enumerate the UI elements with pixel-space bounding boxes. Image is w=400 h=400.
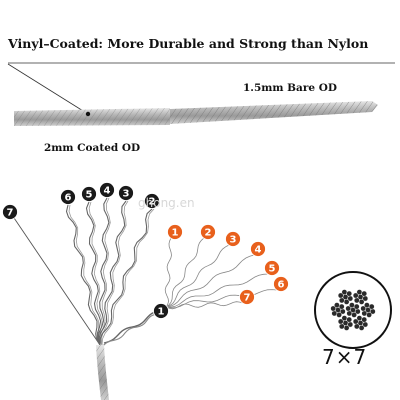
core-wire-2 bbox=[165, 237, 205, 308]
core-wire-4 bbox=[165, 254, 255, 308]
black-badge-2: 2 bbox=[144, 193, 160, 209]
orange-badge-1: 1 bbox=[167, 224, 183, 240]
black-badge-4: 4 bbox=[99, 182, 115, 198]
core-wire-7 bbox=[165, 301, 244, 310]
unraveled-strands bbox=[9, 197, 278, 348]
strand-wire-4 bbox=[97, 197, 111, 346]
strand-wire-3 bbox=[98, 200, 129, 346]
core-wire-6 bbox=[165, 289, 278, 309]
coated-od-label: 2mm Coated OD bbox=[44, 142, 141, 154]
cross-section-bundle bbox=[360, 302, 376, 318]
cross-section-diagram bbox=[314, 271, 392, 349]
black-badge-7-label: 7 bbox=[7, 208, 14, 219]
cross-section-bundle bbox=[345, 302, 361, 318]
strand-wire-5 bbox=[85, 201, 103, 346]
headline: Vinyl–Coated: More Durable and Strong th… bbox=[8, 36, 369, 51]
orange-badge-4-label: 4 bbox=[255, 245, 262, 256]
black-badge-3-label: 3 bbox=[123, 189, 130, 200]
core-wire-1 bbox=[164, 237, 172, 308]
core-wire-5 bbox=[165, 273, 269, 308]
cross-section-bundle bbox=[337, 289, 354, 305]
core-wire-3 bbox=[165, 244, 230, 308]
orange-badge-6-label: 6 bbox=[278, 280, 285, 291]
orange-badge-7-label: 7 bbox=[244, 293, 251, 304]
orange-badge-5-label: 5 bbox=[269, 264, 276, 275]
black-badge-3: 3 bbox=[118, 185, 134, 201]
black-badge-6-label: 6 bbox=[65, 193, 72, 204]
black-badge-5: 5 bbox=[81, 186, 97, 202]
leader-line bbox=[7, 63, 89, 115]
watermark: ghong.en bbox=[138, 196, 195, 210]
black-badge-7: 7 bbox=[2, 204, 18, 220]
orange-badge-7: 7 bbox=[239, 289, 255, 305]
black-badge-2-label: 2 bbox=[149, 197, 156, 208]
orange-badge-3-label: 3 bbox=[230, 235, 237, 246]
cross-section-bundle bbox=[352, 289, 369, 305]
black-badge-6: 6 bbox=[60, 189, 76, 205]
orange-badge-3: 3 bbox=[225, 231, 241, 247]
black-badge-1-label: 1 bbox=[158, 307, 165, 318]
strand-wire-6 bbox=[65, 204, 103, 346]
strand-wire-7 bbox=[9, 211, 101, 346]
construction-label: 7×7 bbox=[322, 345, 368, 369]
cable-base bbox=[96, 345, 109, 400]
bare-od-label: 1.5mm Bare OD bbox=[243, 82, 337, 94]
cross-section-bundle bbox=[330, 302, 346, 318]
cross-section-bundle bbox=[337, 315, 354, 331]
black-badge-1: 1 bbox=[153, 303, 169, 319]
orange-badge-6: 6 bbox=[273, 276, 289, 292]
orange-badge-1-label: 1 bbox=[172, 228, 179, 239]
black-badge-4-label: 4 bbox=[104, 186, 111, 197]
orange-badge-2: 2 bbox=[200, 224, 216, 240]
cross-section-bundle bbox=[352, 315, 369, 331]
orange-badge-2-label: 2 bbox=[205, 228, 212, 239]
leader-dot bbox=[85, 111, 91, 117]
orange-badge-4: 4 bbox=[250, 241, 266, 257]
strand-wire-2 bbox=[99, 208, 155, 346]
strand-wire-1 bbox=[101, 310, 161, 348]
orange-badge-5: 5 bbox=[264, 260, 280, 276]
black-badge-5-label: 5 bbox=[86, 190, 93, 201]
cable-illustration bbox=[7, 62, 395, 126]
